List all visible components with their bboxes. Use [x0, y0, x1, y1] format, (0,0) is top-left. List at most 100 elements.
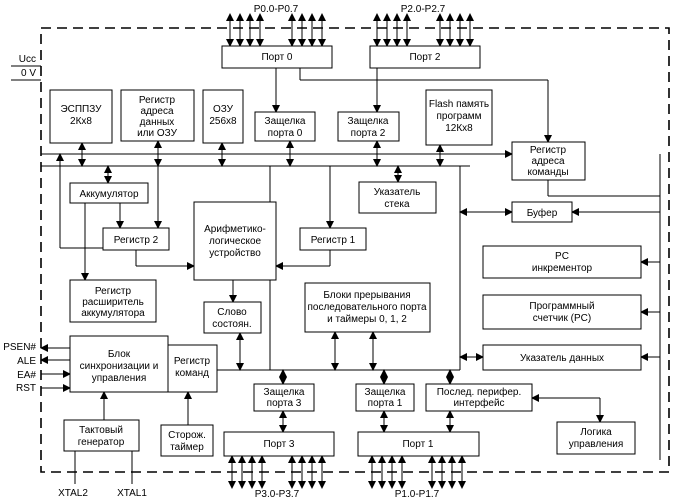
svg-text:Защелка: Защелка: [365, 387, 406, 398]
svg-text:256x8: 256x8: [209, 116, 237, 127]
status-word-block: Слово состоян.: [203, 301, 262, 334]
svg-text:Тактовый: Тактовый: [79, 425, 123, 436]
svg-text:интерфейс: интерфейс: [453, 397, 504, 409]
svg-text:генератор: генератор: [78, 437, 125, 448]
accumulator-extender-block: Регистр расширитель аккумулятора: [69, 279, 157, 323]
data-address-register-block: Регистр адреса данных или ОЗУ: [120, 89, 195, 142]
rst-label: RST: [16, 383, 36, 394]
port0-latch-block: Защелка порта 0: [254, 111, 316, 142]
accumulator-block: Аккумулятор: [69, 182, 149, 204]
p0-pins-label: P0.0-P0.7: [254, 4, 299, 15]
svg-text:ОЗУ: ОЗУ: [213, 104, 234, 115]
clock-generator-block: Тактовый генератор: [63, 419, 140, 452]
svg-text:Логика: Логика: [580, 427, 612, 438]
svg-text:Защелка: Защелка: [348, 116, 389, 127]
svg-text:логическое: логическое: [209, 236, 262, 247]
p1-pins-label: P1.0-P1.7: [395, 489, 440, 500]
svg-text:Порт 0: Порт 0: [261, 52, 292, 63]
svg-text:синхронизации и: синхронизации и: [80, 361, 159, 372]
svg-text:программ: программ: [436, 111, 481, 122]
svg-text:Регистр: Регистр: [139, 95, 176, 106]
svg-text:Блоки прерывания: Блоки прерывания: [323, 290, 410, 301]
p2-pins-label: P2.0-P2.7: [401, 4, 446, 15]
svg-text:управления: управления: [92, 373, 147, 384]
data-pointer-block: Указатель данных: [482, 344, 642, 371]
svg-text:Буфер: Буфер: [527, 207, 558, 219]
svg-text:управления: управления: [569, 439, 624, 450]
port3-latch-block: Защелка порта 3: [253, 383, 315, 412]
svg-text:Flash память: Flash память: [429, 99, 489, 110]
svg-text:адреса: адреса: [140, 106, 174, 117]
svg-text:счетчик (PC): счетчик (PC): [533, 313, 591, 324]
svg-text:Порт 2: Порт 2: [409, 52, 440, 63]
ea-label: EA#: [17, 370, 36, 381]
svg-text:Послед. перифер.: Послед. перифер.: [437, 386, 522, 398]
svg-text:Защелка: Защелка: [264, 387, 305, 398]
svg-text:адреса: адреса: [531, 156, 565, 167]
sync-control-block: Блок синхронизации и управления: [69, 335, 169, 393]
ale-label: ALE: [17, 356, 36, 367]
svg-text:состоян.: состоян.: [212, 319, 251, 330]
control-logic-block: Логика управления: [556, 421, 636, 455]
svg-text:Программный: Программный: [529, 301, 594, 312]
serial-peripheral-interface-block: Послед. перифер. интерфейс: [425, 383, 533, 412]
svg-text:или ОЗУ: или ОЗУ: [137, 128, 177, 139]
svg-text:12Кx8: 12Кx8: [445, 123, 473, 134]
svg-text:таймер: таймер: [170, 442, 204, 453]
svg-text:Порт 3: Порт 3: [263, 439, 294, 450]
port3-pin-arrows: [228, 455, 326, 489]
svg-text:Слово: Слово: [217, 307, 247, 318]
command-address-register-block: Регистр адреса команды: [511, 141, 586, 181]
svg-text:Сторож.: Сторож.: [168, 430, 206, 441]
svg-text:последовательного порта: последовательного порта: [307, 302, 426, 313]
svg-text:Порт 1: Порт 1: [402, 439, 433, 450]
svg-text:Указатель данных: Указатель данных: [520, 353, 604, 364]
svg-text:Регистр 2: Регистр 2: [114, 235, 159, 246]
chip-outline: [40, 27, 670, 473]
ram-block: ОЗУ 256x8: [202, 89, 244, 144]
svg-text:Арифметико-: Арифметико-: [204, 223, 266, 235]
svg-text:команды: команды: [527, 167, 568, 178]
stack-pointer-block: Указатель стека: [358, 181, 437, 214]
svg-text:порта 2: порта 2: [351, 128, 386, 139]
register1-block: Регистр 1: [299, 227, 367, 251]
port2-block: Порт 2: [369, 45, 481, 69]
psen-label: PSEN#: [3, 342, 36, 353]
svg-text:Регистр: Регистр: [174, 356, 211, 367]
svg-text:команд: команд: [175, 368, 209, 379]
alu-block: Арифметико- логическое устройство: [193, 201, 277, 281]
svg-text:и таймеры 0, 1, 2: и таймеры 0, 1, 2: [327, 314, 407, 325]
svg-text:Указатель: Указатель: [374, 187, 421, 198]
p3-pins-label: P3.0-P3.7: [255, 489, 300, 500]
register2-block: Регистр 2: [102, 227, 170, 251]
svg-text:PC: PC: [555, 251, 569, 262]
ucc-label: Ucc: [19, 54, 36, 65]
svg-text:аккумулятора: аккумулятора: [81, 308, 145, 319]
flash-memory-block: Flash память программ 12Кx8: [425, 89, 493, 146]
program-counter-block: Программный счетчик (PC): [482, 294, 642, 330]
port2-pin-arrows: [373, 13, 474, 47]
port0-block: Порт 0: [221, 45, 333, 69]
svg-text:данных: данных: [140, 117, 175, 128]
port1-pin-arrows: [368, 455, 466, 489]
svg-text:стека: стека: [384, 199, 410, 210]
svg-text:Аккумулятор: Аккумулятор: [79, 189, 138, 200]
gnd-label: 0 V: [21, 68, 36, 79]
svg-text:ЭСППЗУ: ЭСППЗУ: [60, 104, 102, 115]
svg-text:Защелка: Защелка: [265, 116, 306, 127]
port3-block: Порт 3: [223, 431, 335, 457]
svg-text:2Кx8: 2Кx8: [70, 116, 92, 127]
xtal1-label: XTAL1: [117, 488, 147, 499]
svg-text:Регистр 1: Регистр 1: [311, 235, 356, 246]
port1-block: Порт 1: [357, 431, 480, 457]
command-register-block: Регистр команд: [167, 344, 218, 393]
svg-text:устройство: устройство: [209, 248, 261, 259]
svg-text:Регистр: Регистр: [530, 145, 567, 156]
interrupts-timers-block: Блоки прерывания последовательного порта…: [304, 282, 431, 333]
port1-latch-block: Защелка порта 1: [355, 383, 415, 412]
svg-text:Блок: Блок: [108, 349, 131, 360]
eeprom-block: ЭСППЗУ 2Кx8: [49, 89, 113, 144]
buffer-block: Буфер: [511, 201, 573, 223]
watchdog-timer-block: Сторож. таймер: [160, 424, 214, 457]
